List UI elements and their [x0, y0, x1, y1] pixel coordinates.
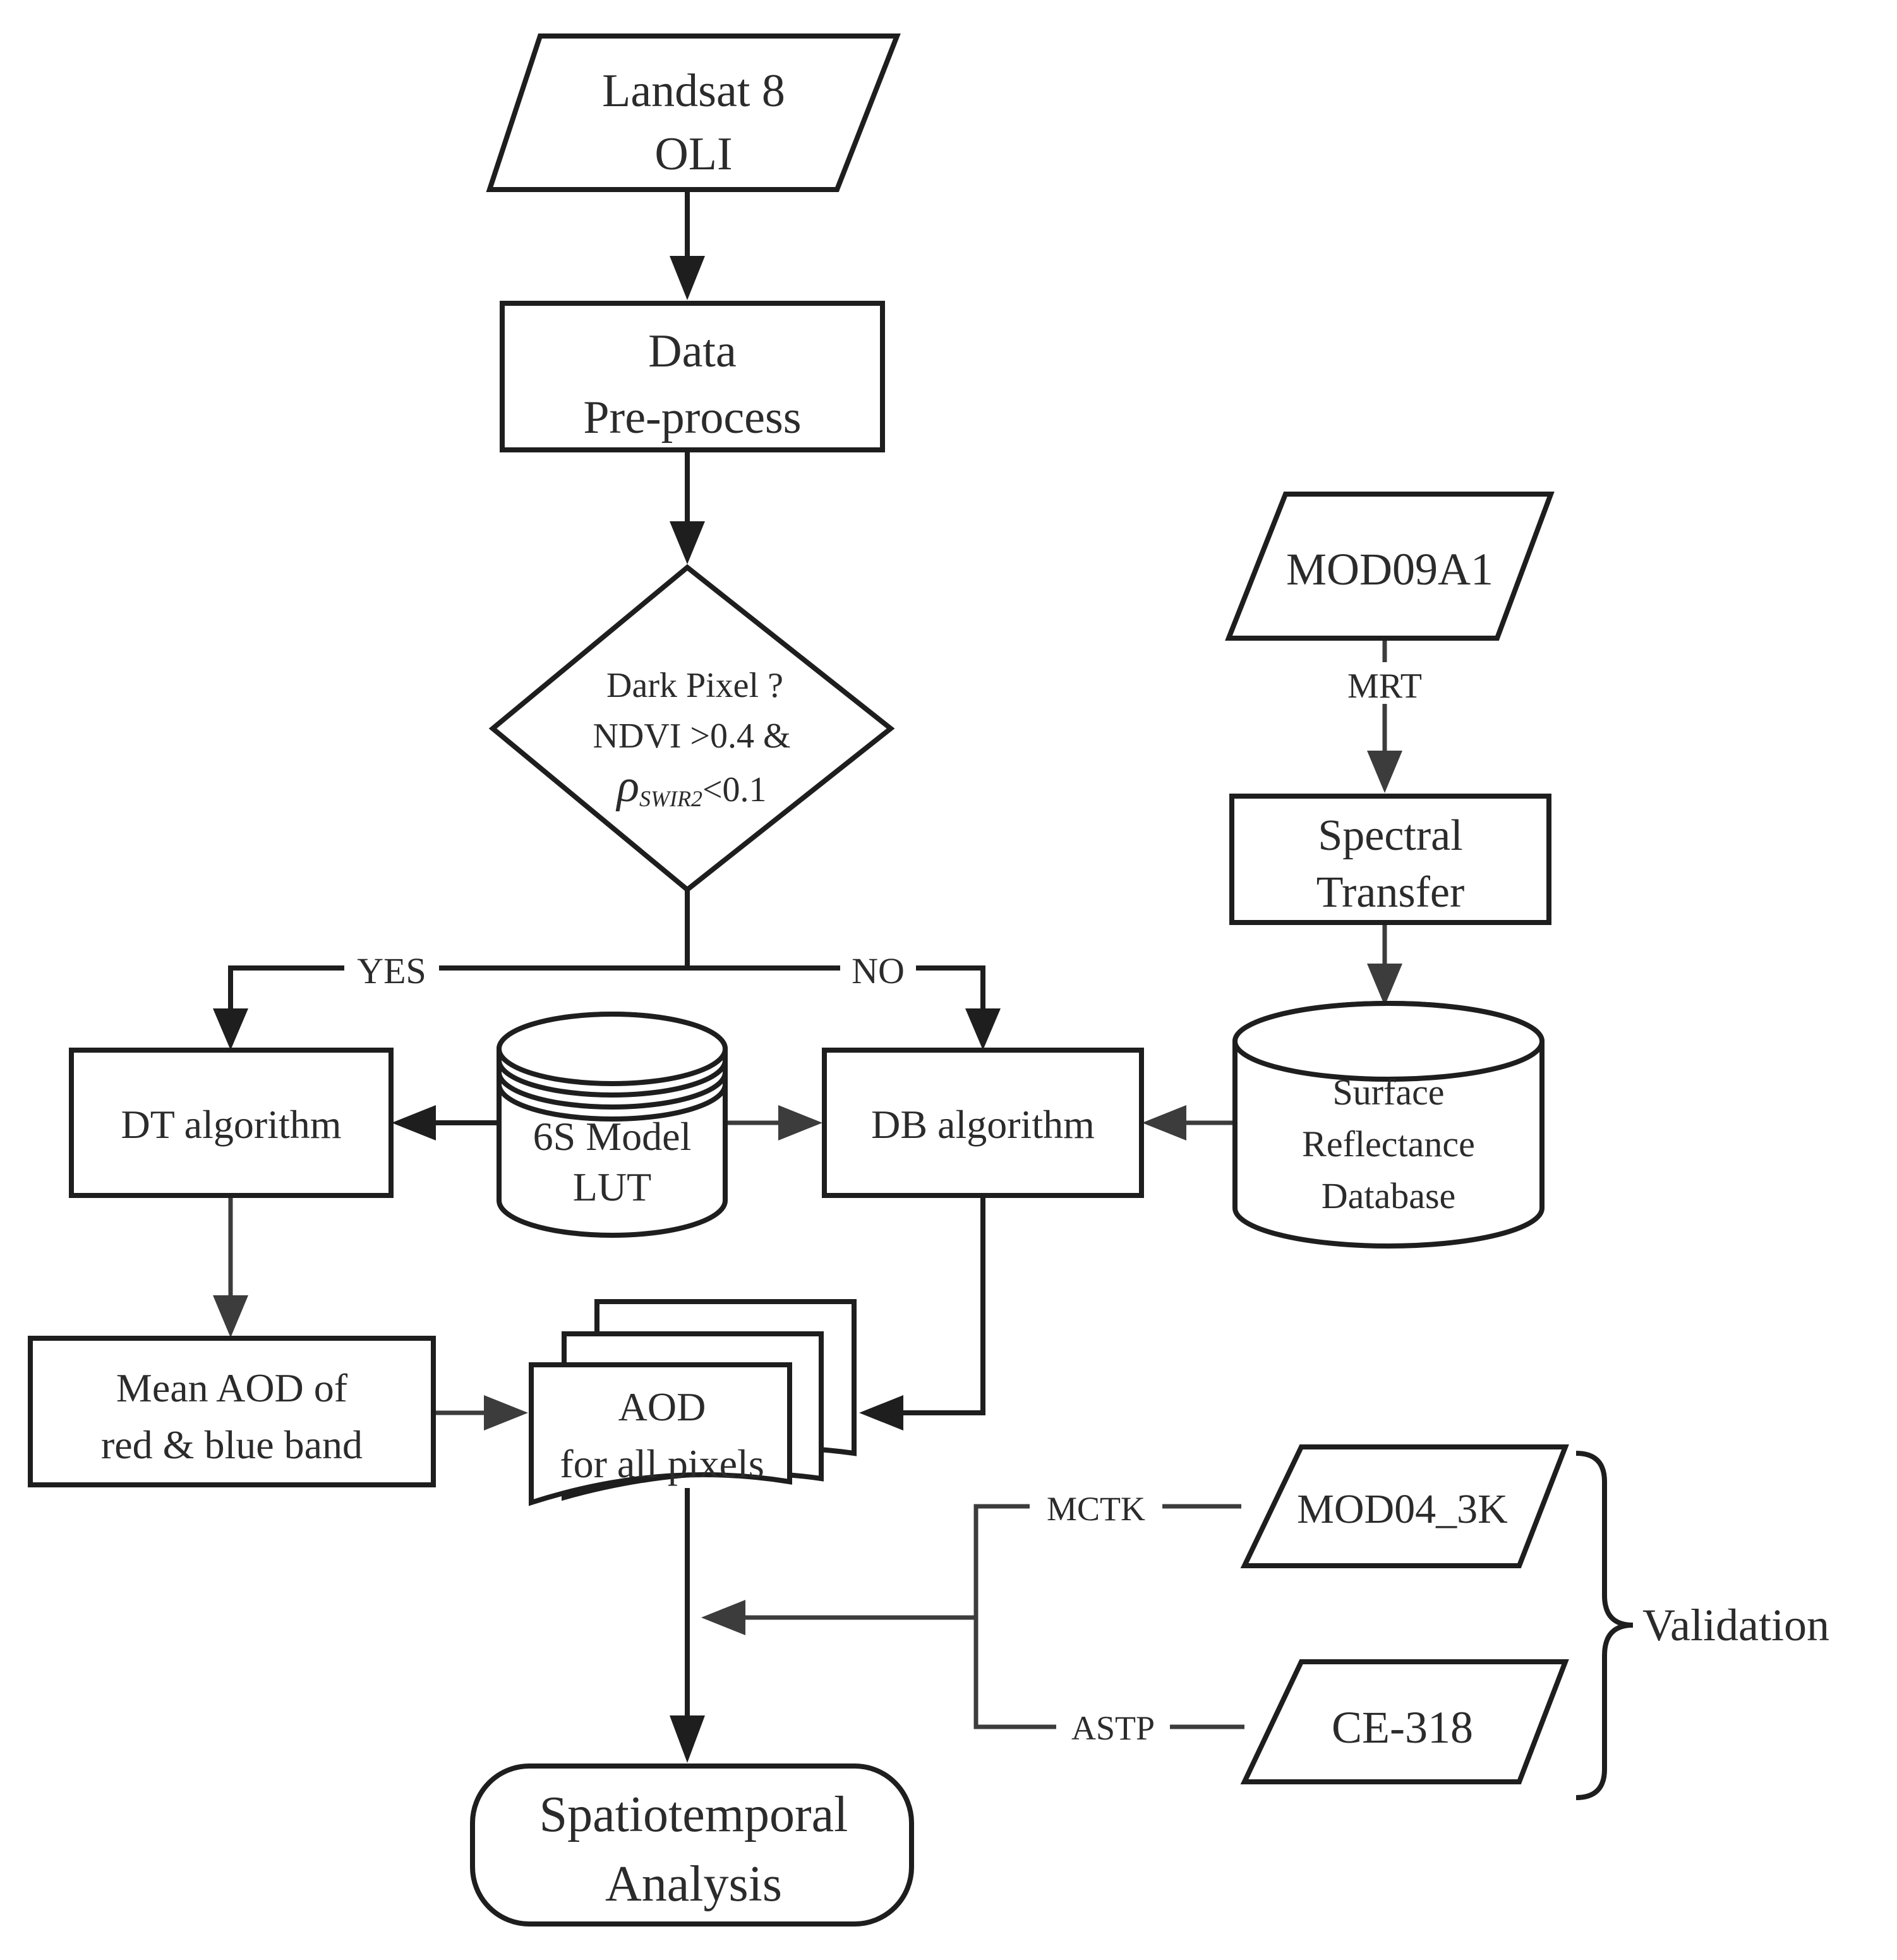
- node-decision: Dark Pixel ? NDVI >0.4 & ρSWIR2<0.1: [488, 564, 895, 893]
- validation-label: Validation: [1642, 1600, 1829, 1650]
- node-mod04-label: MOD04_3K: [1297, 1486, 1508, 1532]
- arrowhead: [670, 1715, 705, 1763]
- arrowhead: [670, 256, 705, 300]
- node-aod-line1: AOD: [618, 1384, 706, 1429]
- node-aod-documents: AOD for all pixels: [529, 1299, 857, 1506]
- node-ce318-label: CE-318: [1332, 1702, 1473, 1753]
- node-lut-line2: LUT: [573, 1165, 651, 1209]
- node-preprocess-line2: Pre-process: [583, 392, 801, 444]
- node-mean-aod: Mean AOD of red & blue band: [28, 1336, 436, 1487]
- node-db-algorithm: DB algorithm: [822, 1048, 1144, 1198]
- node-spectral-transfer: Spectral Transfer: [1229, 794, 1551, 925]
- arrowhead: [1367, 751, 1402, 793]
- edge-db-aod: [900, 1195, 985, 1415]
- node-spatiotemporal: Spatiotemporal Analysis: [470, 1763, 914, 1927]
- node-dt-algorithm: DT algorithm: [69, 1048, 394, 1198]
- edge-label-astp: ASTP: [1071, 1709, 1155, 1747]
- node-landsat: Landsat 8 OLI: [486, 33, 901, 192]
- threshold-tail: <0.1: [702, 770, 767, 809]
- edge-label-mrt: MRT: [1347, 667, 1422, 706]
- node-preprocess: Data Pre-process: [500, 301, 885, 452]
- node-6s-lut: 6S Model LUT: [497, 1012, 728, 1238]
- node-dt-label: DT algorithm: [121, 1102, 342, 1147]
- node-decision-line1: Dark Pixel ?: [606, 666, 783, 705]
- node-ce318: CE-318: [1240, 1659, 1569, 1784]
- arrowhead: [213, 1008, 248, 1050]
- node-surface-line3: Database: [1322, 1175, 1456, 1216]
- swir2-subscript: SWIR2: [639, 786, 702, 811]
- rho-symbol: ρ: [615, 760, 639, 812]
- arrowhead: [484, 1395, 528, 1431]
- node-landsat-line2: OLI: [654, 128, 732, 180]
- node-spatio-line2: Analysis: [605, 1856, 782, 1912]
- arrowhead: [1367, 964, 1402, 1006]
- node-landsat-line1: Landsat 8: [602, 65, 785, 117]
- arrowhead: [778, 1105, 822, 1140]
- node-surface-database: Surface Reflectance Database: [1232, 1001, 1545, 1249]
- node-surface-line2: Reflectance: [1302, 1123, 1475, 1165]
- edge-yes: [228, 965, 687, 1011]
- arrowhead: [965, 1008, 1001, 1050]
- arrowhead: [859, 1395, 903, 1431]
- node-mod09a1: MOD09A1: [1225, 492, 1555, 641]
- node-mod04: MOD04_3K: [1240, 1444, 1569, 1568]
- node-db-label: DB algorithm: [871, 1102, 1095, 1147]
- node-spectral-line1: Spectral: [1318, 811, 1462, 860]
- node-spectral-line2: Transfer: [1316, 868, 1465, 917]
- edge-validation-bracket: [973, 1504, 1244, 1729]
- node-decision-line2: NDVI >0.4 &: [593, 717, 790, 756]
- arrowhead: [392, 1105, 436, 1140]
- node-decision-line3: ρSWIR2<0.1: [615, 760, 766, 812]
- node-spatio-line1: Spatiotemporal: [539, 1787, 848, 1842]
- node-preprocess-line1: Data: [648, 325, 737, 377]
- node-aod-line2: for all pixels: [560, 1441, 764, 1486]
- edge-label-no: NO: [852, 950, 905, 991]
- validation-brace: [1575, 1451, 1634, 1800]
- node-mod09-label: MOD09A1: [1286, 544, 1493, 595]
- arrowhead: [1142, 1105, 1186, 1140]
- node-mean-line2: red & blue band: [101, 1422, 363, 1467]
- node-surface-line1: Surface: [1332, 1072, 1444, 1113]
- arrowhead: [701, 1600, 745, 1635]
- arrowhead: [213, 1295, 248, 1338]
- edge-label-yes: YES: [357, 950, 426, 991]
- node-lut-line1: 6S Model: [533, 1114, 692, 1159]
- node-mean-line1: Mean AOD of: [116, 1365, 348, 1410]
- arrowhead: [670, 521, 705, 564]
- edge-label-mctk: MCTK: [1047, 1490, 1145, 1528]
- edge-no: [687, 965, 985, 1011]
